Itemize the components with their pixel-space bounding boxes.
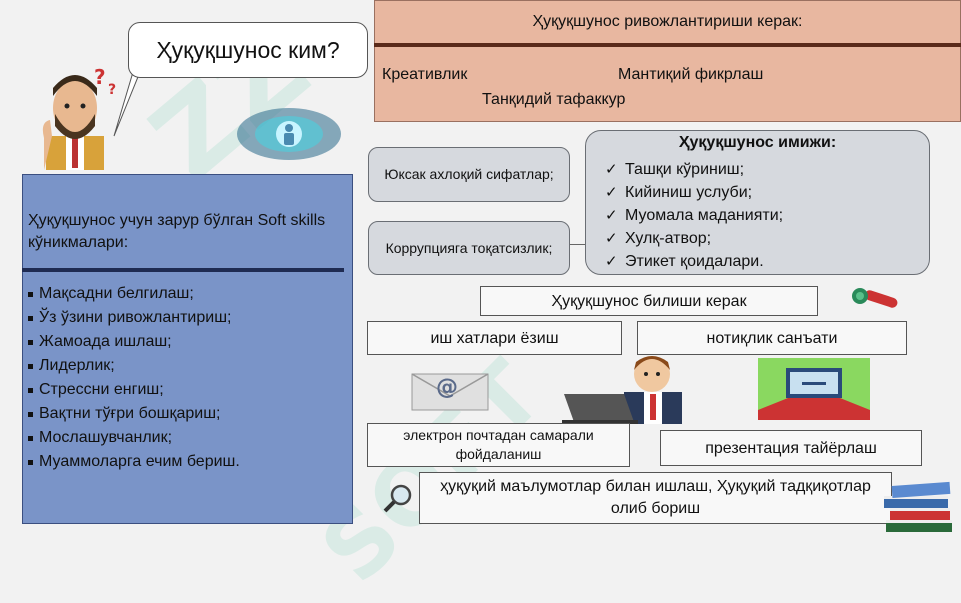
bullet-icon: [28, 315, 33, 321]
svg-text:@: @: [436, 375, 458, 400]
bullet-icon: [28, 339, 33, 345]
thinking-man-icon: ? ?: [42, 66, 116, 170]
list-item: ✓Хулқ-атвор;: [605, 227, 783, 250]
development-item: Мантиқий фикрлаш: [618, 66, 764, 83]
svg-text:?: ?: [108, 82, 116, 98]
list-item: Мослашувчанлик;: [28, 426, 348, 450]
development-item: Танқидий тафаккур: [482, 91, 626, 108]
check-icon: ✓: [605, 253, 618, 270]
soft-skills-list: Мақсадни белгилаш; Ўз ўзини ривожлантири…: [28, 282, 348, 474]
microphone-icon: [852, 288, 898, 308]
image-box: [585, 130, 930, 275]
bullet-icon: [28, 291, 33, 297]
list-item: Жамоада ишлаш;: [28, 330, 348, 354]
anticorruption-box: Коррупцияга тоқатсизлик;: [368, 221, 570, 275]
bullet-icon: [28, 387, 33, 393]
magnifier-icon: [383, 484, 412, 513]
oratory-box: нотиқлик санъати: [637, 321, 907, 355]
bullet-icon: [28, 411, 33, 417]
svg-text:?: ?: [94, 66, 106, 89]
list-item: Мақсадни белгилаш;: [28, 282, 348, 306]
list-item: ✓Муомала маданияти;: [605, 204, 783, 227]
check-icon: ✓: [605, 184, 618, 201]
bullet-icon: [28, 363, 33, 369]
bubble-tail: [113, 61, 145, 137]
check-icon: ✓: [605, 161, 618, 178]
soft-skills-title: Ҳуқуқшунос учун зарур бўлган Soft skills…: [28, 212, 326, 251]
list-item: Ўз ўзини ривожлантириш;: [28, 306, 348, 330]
development-title: Ҳуқуқшунос ривожлантириши керак:: [532, 13, 803, 30]
gear-person-icon: [237, 108, 341, 160]
development-panel: [374, 0, 961, 122]
image-list: ✓Ташқи кўриниш; ✓Кийиниш услуби; ✓Муомал…: [605, 158, 783, 273]
email-icon: @: [411, 373, 489, 411]
check-icon: ✓: [605, 230, 618, 247]
list-item: Лидерлик;: [28, 354, 348, 378]
email-box: электрон почтадан самарали фойдаланиш: [367, 423, 630, 467]
business-letters-box: иш хатлари ёзиш: [367, 321, 622, 355]
list-item: ✓Кийиниш услуби;: [605, 181, 783, 204]
presentation-box: презентация тайёрлаш: [660, 430, 922, 466]
list-item: Вақтни тўғри бошқариш;: [28, 402, 348, 426]
connector-line: [570, 244, 596, 245]
list-item: ✓Ташқи кўриниш;: [605, 158, 783, 181]
moral-qualities-box: Юксак ахлоқий сифатлар;: [368, 147, 570, 202]
soft-skills-panel: [22, 174, 353, 524]
books-icon: [884, 481, 952, 532]
laptop-man-icon: [562, 356, 682, 424]
question-bubble: Ҳуқуқшунос ким?: [128, 22, 368, 78]
bullet-icon: [28, 459, 33, 465]
bullet-icon: [28, 435, 33, 441]
presentation-screen-icon: [758, 358, 870, 420]
list-item: Муаммоларга ечим бериш.: [28, 450, 348, 474]
divider: [374, 43, 961, 47]
check-icon: ✓: [605, 207, 618, 224]
list-item: ✓Этикет қоидалари.: [605, 250, 783, 273]
knowledge-title: Ҳуқуқшунос билиши керак: [480, 286, 818, 316]
legal-research-box: ҳуқуқий маълумотлар билан ишлаш, Ҳуқуқий…: [419, 472, 892, 524]
development-item: Креативлик: [382, 66, 468, 83]
list-item: Стрессни енгиш;: [28, 378, 348, 402]
divider: [22, 268, 344, 272]
image-title: Ҳуқуқшунос имижи:: [678, 134, 837, 151]
